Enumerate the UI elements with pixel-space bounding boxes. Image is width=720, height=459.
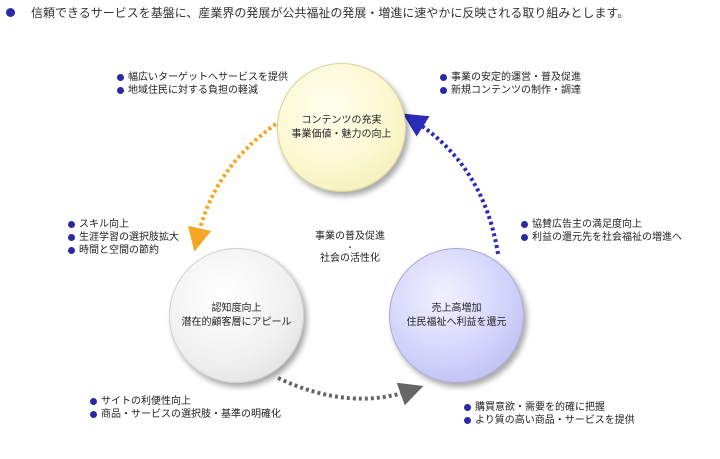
center-caption-line2: 社会の活性化 (320, 253, 380, 264)
circle-sales-line2: 住民福祉へ利益を還元 (406, 316, 507, 328)
circle-awareness-line1: 認知度向上 (211, 302, 262, 314)
list-item: スキル向上 (68, 218, 179, 231)
circle-contents-line2: 事業価値・魅力の向上 (291, 128, 392, 140)
circle-awareness-line2: 潜在的顧客層にアピール (181, 316, 292, 328)
arrow-orange (187, 122, 278, 252)
circle-sales: 売上高増加 住民福祉へ利益を還元 (389, 248, 524, 383)
list-item: 新規コンテンツの制作・調達 (440, 84, 581, 97)
center-caption: 事業の普及促進 ・ 社会の活性化 (300, 230, 400, 266)
list-item: 地域住民に対する負担の軽減 (117, 84, 288, 97)
list-item: 事業の安定的運営・普及促進 (440, 71, 581, 84)
list-item: 協賛広告主の満足度向上 (521, 218, 682, 231)
header: 信頼できるサービスを基盤に、産業界の発展が公共福祉の発展・増進に速やかに反映され… (6, 4, 629, 21)
list-item: 幅広いターゲットへサービスを提供 (117, 71, 288, 84)
list-mid-right: 協賛広告主の満足度向上 利益の還元先を社会福祉の増進へ (521, 218, 682, 244)
list-item: サイトの利便性向上 (90, 395, 281, 408)
list-top-left: 幅広いターゲットへサービスを提供 地域住民に対する負担の軽減 (117, 71, 288, 97)
circle-awareness: 認知度向上 潜在的顧客層にアピール (169, 248, 304, 383)
center-caption-line1: 事業の普及促進 (315, 231, 385, 242)
arrow-blue (402, 113, 500, 255)
list-item: 利益の還元先を社会福祉の増進へ (521, 231, 682, 244)
circle-contents-line1: コンテンツの充実 (301, 114, 382, 126)
center-caption-dot: ・ (346, 243, 354, 252)
list-item: 商品・サービスの選択肢・基準の明確化 (90, 408, 281, 421)
list-bottom-right: 購買意欲・需要を的確に把握 より質の高い商品・サービスを提供 (464, 401, 635, 427)
header-text: 信頼できるサービスを基盤に、産業界の発展が公共福祉の発展・増進に速やかに反映され… (31, 6, 630, 20)
list-item: 時間と空間の節約 (68, 244, 179, 257)
arrow-gray (277, 376, 424, 406)
list-mid-left: スキル向上 生涯学習の選択肢拡大 時間と空間の節約 (68, 218, 179, 257)
list-top-right: 事業の安定的運営・普及促進 新規コンテンツの制作・調達 (440, 71, 581, 97)
circle-sales-line1: 売上高増加 (431, 302, 482, 314)
list-item: 購買意欲・需要を的確に把握 (464, 401, 635, 414)
header-bullet-icon (6, 8, 15, 17)
list-bottom-left: サイトの利便性向上 商品・サービスの選択肢・基準の明確化 (90, 395, 281, 421)
list-item: より質の高い商品・サービスを提供 (464, 414, 635, 427)
circle-contents: コンテンツの充実 事業価値・魅力の向上 (277, 63, 406, 192)
list-item: 生涯学習の選択肢拡大 (68, 231, 179, 244)
